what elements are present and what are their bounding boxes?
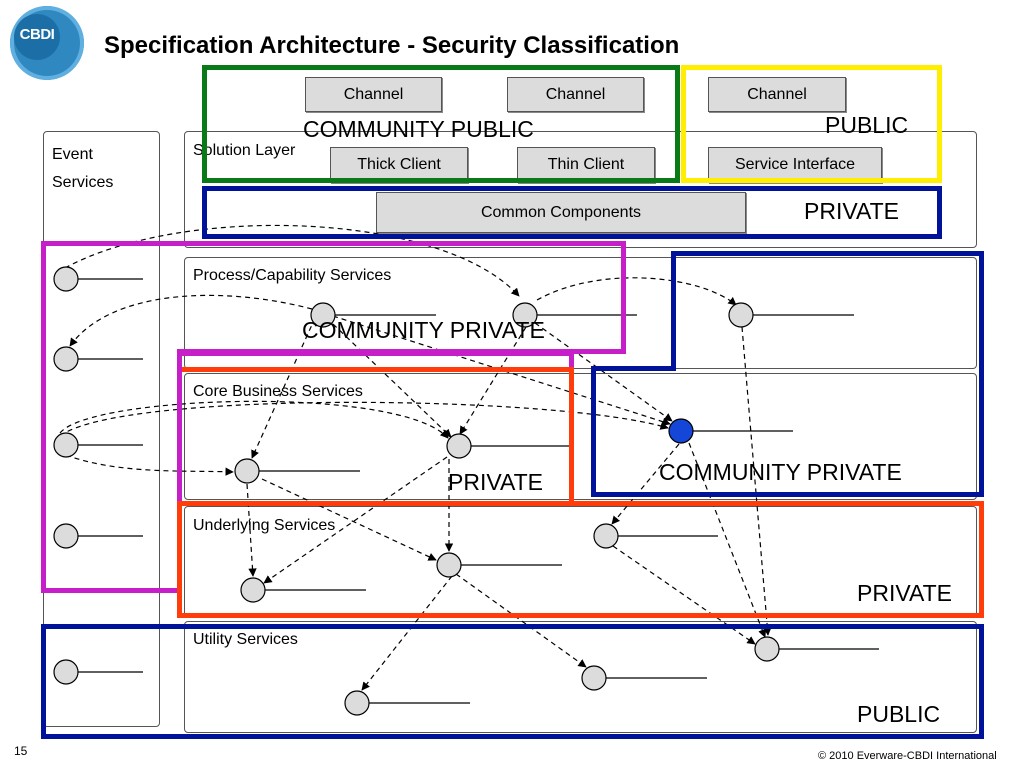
dependency-arrow (246, 483, 257, 577)
service-node (53, 659, 79, 685)
channel-box-2: Channel (507, 77, 644, 112)
service-interface-box: Service Interface (708, 147, 882, 183)
cbdi-logo-text: CBDI (19, 26, 55, 43)
utility-services-panel (184, 621, 977, 733)
copyright-notice: © 2010 Everware-CBDI International (818, 750, 997, 762)
dependency-arrow (332, 323, 452, 438)
core-services-panel (184, 373, 977, 500)
service-node (53, 266, 79, 292)
cbdi-logo-inner (14, 14, 60, 60)
common-components-box: Common Components (376, 192, 746, 233)
service-node (593, 523, 619, 549)
zone-label-private-solution: PRIVATE (804, 198, 899, 224)
dependency-arrow (263, 456, 448, 584)
zone-label-public-top: PUBLIC (825, 112, 909, 138)
zone-public-top (681, 65, 942, 183)
dependency-arrow (261, 478, 437, 561)
dependency-arrow (332, 315, 671, 426)
dependency-arrow (59, 401, 669, 437)
channel-box-1: Channel (305, 77, 442, 112)
zone-community-private-left-lower (41, 349, 182, 593)
dependency-arrow (69, 294, 313, 347)
zone-community-public (202, 65, 680, 183)
zone-community-private-right-step (591, 366, 676, 497)
dependency-arrow (65, 454, 234, 476)
zone-label-community-public: COMMUNITY PUBLIC (303, 116, 534, 142)
underlying-services-label: Underlying Services (193, 517, 336, 534)
dependency-arrow (741, 326, 772, 636)
thin-client-box: Thin Client (517, 147, 655, 183)
core-services-label: Core Business Services (193, 383, 363, 400)
dependency-arrow (459, 326, 527, 435)
dependency-arrow (688, 442, 767, 638)
service-node (754, 636, 780, 662)
zone-label-private-core: PRIVATE (448, 469, 543, 495)
service-node (446, 433, 472, 459)
channel-box-3: Channel (708, 77, 846, 112)
service-node (240, 577, 266, 603)
utility-services-label: Utility Services (193, 631, 298, 648)
dependency-arrow (534, 322, 673, 422)
service-node (581, 665, 607, 691)
service-node (310, 302, 336, 328)
dependency-arrow (64, 224, 520, 297)
underlying-services-panel (184, 506, 977, 617)
service-node-highlighted (668, 418, 694, 444)
service-node (728, 302, 754, 328)
service-node (234, 458, 260, 484)
process-services-label: Process/Capability Services (193, 267, 392, 284)
zone-label-private-underlying: PRIVATE (857, 580, 952, 606)
zone-label-community-private-left: COMMUNITY PRIVATE (302, 317, 545, 343)
zone-community-private-right (591, 251, 984, 497)
solution-layer-label: Solution Layer (193, 142, 296, 159)
zone-community-private-left (41, 241, 626, 354)
zone-community-private-right-top (671, 251, 984, 371)
zone-label-community-private-right: COMMUNITY PRIVATE (659, 459, 902, 485)
event-services-label: Event Services (52, 146, 114, 191)
zone-public-utility (41, 624, 984, 739)
dependency-arrow (59, 400, 449, 439)
zone-private-underlying (177, 501, 984, 618)
service-node (53, 346, 79, 372)
zone-label-public-utility: PUBLIC (857, 701, 941, 727)
dependency-arrow (251, 317, 316, 459)
service-node (512, 302, 538, 328)
dependency-arrow (361, 575, 453, 691)
page-number: 15 (14, 744, 28, 758)
service-node (53, 523, 79, 549)
service-node (436, 552, 462, 578)
zone-private-solution (202, 186, 942, 239)
slide-title: Specification Architecture - Security Cl… (104, 32, 680, 59)
dependency-arrow (612, 545, 756, 645)
service-node (344, 690, 370, 716)
service-node (53, 432, 79, 458)
zone-private-core-red (182, 367, 574, 503)
